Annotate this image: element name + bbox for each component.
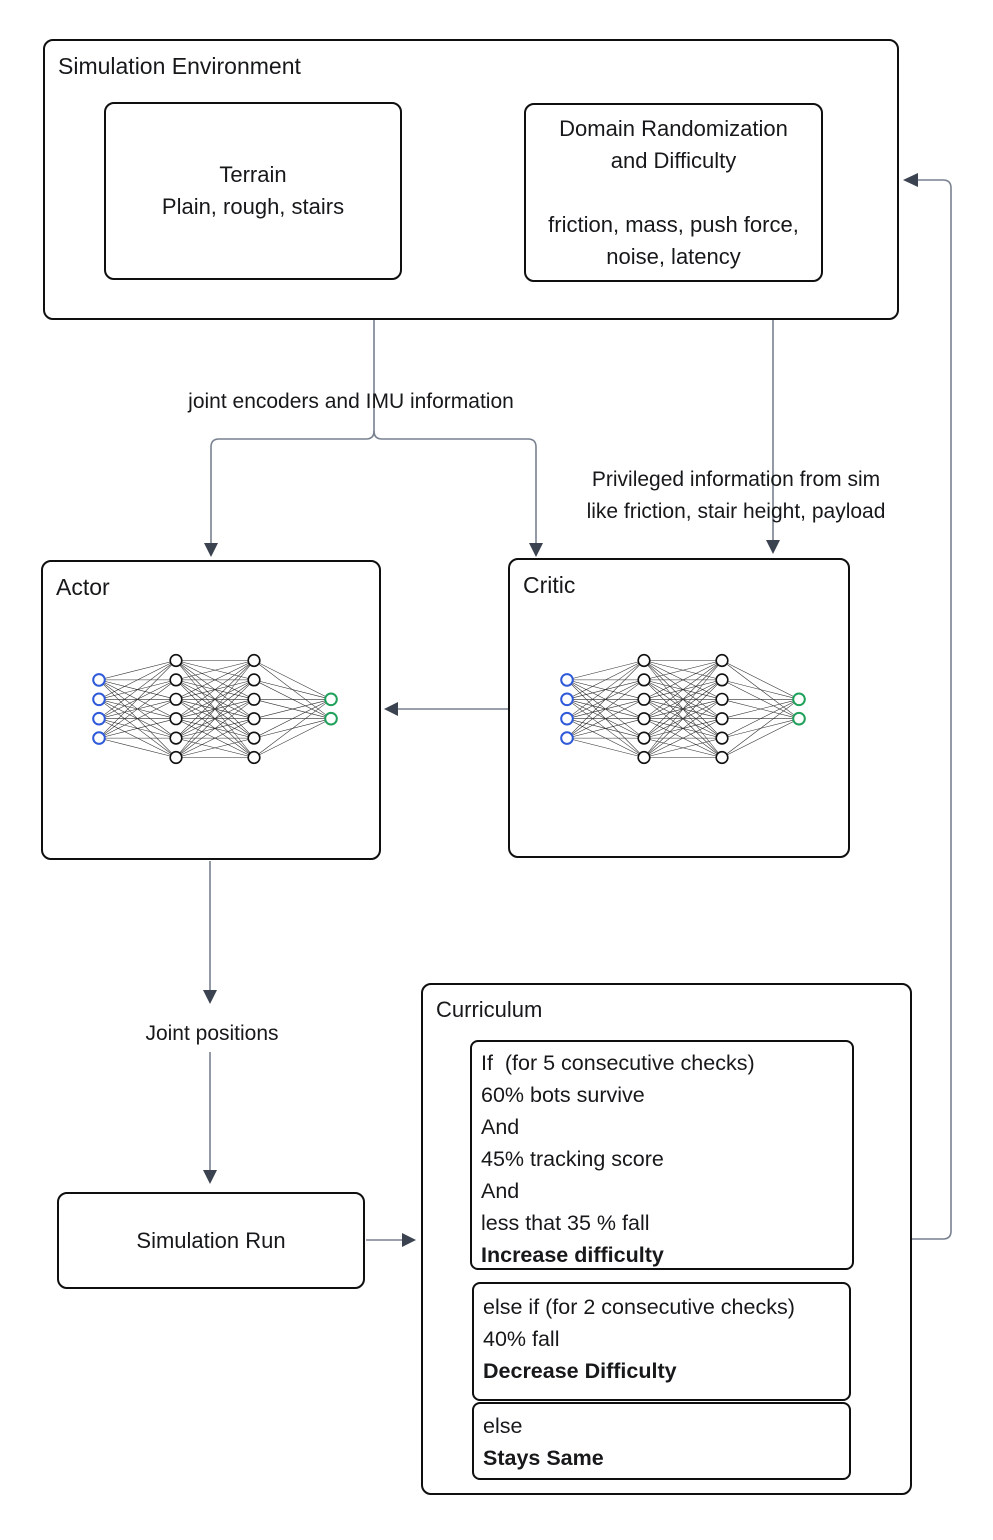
curriculum-box: Curriculum If (for 5 consecutive checks)… <box>421 983 912 1495</box>
if-condition-line: If (for 5 consecutive checks) <box>481 1051 755 1075</box>
elseif-action-decrease-difficulty: Decrease Difficulty <box>483 1359 677 1383</box>
if-condition-line: less that 35 % fall <box>481 1211 650 1235</box>
actor-box: Actor <box>41 560 381 860</box>
if-condition-line: 60% bots survive <box>481 1083 645 1107</box>
curriculum-title: Curriculum <box>436 997 543 1022</box>
domain-rand-line4: noise, latency <box>606 243 741 269</box>
arrowhead-to-simrun <box>203 1170 217 1184</box>
arrowhead-critic-to-actor <box>384 702 398 716</box>
arrowhead-to-curriculum <box>402 1233 416 1247</box>
if-action-increase-difficulty: Increase difficulty <box>481 1243 664 1267</box>
arrowhead-to-critic-top-right <box>766 540 780 554</box>
domain-rand-line3: friction, mass, push force, <box>548 211 799 237</box>
if-condition-line: And <box>481 1115 520 1139</box>
simulation-run-box: Simulation Run <box>57 1192 365 1289</box>
terrain-subtitle: Plain, rough, stairs <box>161 194 345 219</box>
domain-randomization-box: Domain Randomization and Difficulty fric… <box>524 103 823 282</box>
simulation-environment-title: Simulation Environment <box>58 53 301 79</box>
critic-title: Critic <box>523 572 576 598</box>
if-condition-line: And <box>481 1179 520 1203</box>
arrowhead-feedback <box>903 173 918 187</box>
edge-feedback-loop <box>911 179 952 1240</box>
domain-rand-line2: and Difficulty <box>610 147 737 173</box>
label-joint-positions: Joint positions <box>145 1022 279 1045</box>
else-condition-line: else <box>483 1414 523 1438</box>
actor-title: Actor <box>56 574 110 600</box>
label-joint-encoders: joint encoders and IMU information <box>188 390 514 413</box>
arrowhead-to-critic-top-left <box>529 543 543 557</box>
curriculum-if-box: If (for 5 consecutive checks) 60% bots s… <box>470 1040 854 1270</box>
elseif-condition-line: else if (for 2 consecutive checks) <box>483 1295 795 1319</box>
critic-neural-network <box>560 653 806 765</box>
label-privileged-info: Privileged information from sim like fri… <box>586 468 886 523</box>
terrain-title: Terrain <box>219 162 287 187</box>
simulation-environment-box: Simulation Environment Terrain Plain, ro… <box>43 39 899 320</box>
curriculum-elseif-box: else if (for 2 consecutive checks) 40% f… <box>472 1282 851 1401</box>
edge-branch-to-critic <box>373 430 537 551</box>
domain-rand-line1: Domain Randomization <box>559 115 788 141</box>
edge-branch-to-actor <box>210 430 375 551</box>
actor-neural-network <box>92 653 338 765</box>
elseif-condition-line: 40% fall <box>483 1327 560 1351</box>
else-action-stays-same: Stays Same <box>483 1446 604 1470</box>
curriculum-else-box: else Stays Same <box>472 1402 851 1480</box>
arrowhead-to-actor-top <box>204 543 218 557</box>
simulation-run-title: Simulation Run <box>136 1227 286 1253</box>
terrain-box: Terrain Plain, rough, stairs <box>104 102 402 280</box>
arrowhead-joint-positions <box>203 990 217 1004</box>
if-condition-line: 45% tracking score <box>481 1147 664 1171</box>
